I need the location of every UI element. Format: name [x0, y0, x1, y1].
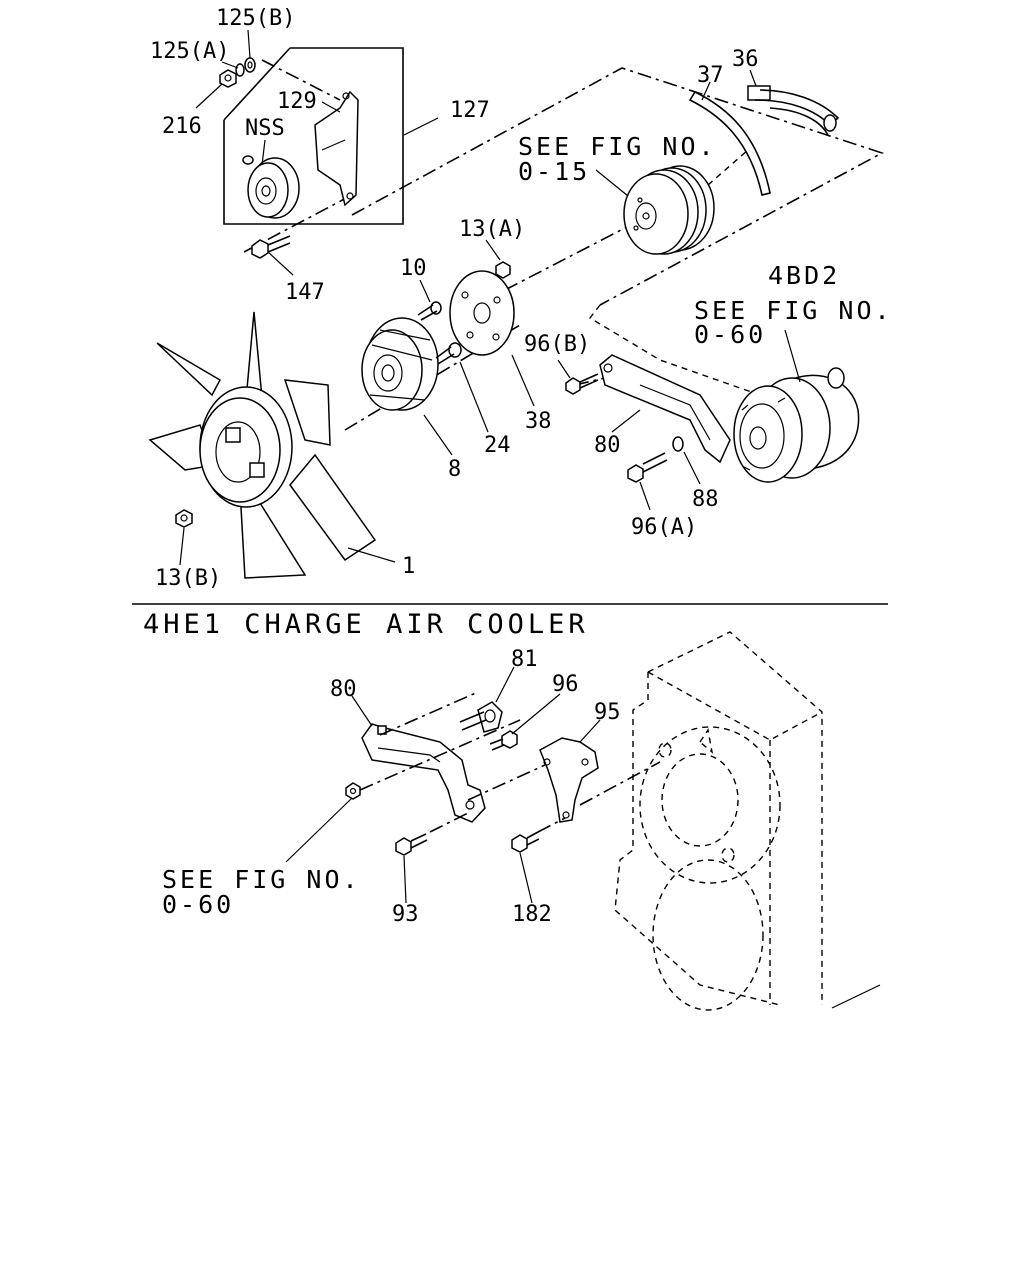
callout-13b: 13(B) [155, 566, 221, 591]
lower-leaders [285, 666, 601, 904]
callout-88: 88 [692, 487, 719, 512]
see-fig-060-lower-line1: SEE FIG NO. [162, 865, 361, 894]
idler-assembly-box [223, 47, 404, 225]
washer-88 [672, 436, 684, 452]
lower-section-title: 4HE1 CHARGE AIR COOLER [143, 609, 589, 640]
callout-96b: 96(B) [524, 332, 590, 357]
fan-clutch-8 [361, 317, 439, 411]
washer-125b [244, 57, 256, 73]
bracket-129 [314, 90, 359, 207]
callout-125b: 125(B) [216, 6, 295, 31]
see-fig-060-line1: SEE FIG NO. [694, 296, 893, 325]
see-fig-015-line1: SEE FIG NO. [518, 132, 717, 161]
upper-leaders [179, 29, 801, 566]
callout-93: 93 [392, 902, 419, 927]
callout-216: 216 [162, 114, 202, 139]
bolt-10 [417, 301, 442, 321]
callout-10: 10 [400, 256, 427, 281]
washer-125a [235, 63, 245, 77]
adjust-bracket-80 [599, 354, 731, 464]
bolt-147 [251, 235, 291, 259]
nut-lower [345, 782, 361, 800]
callout-127: 127 [450, 98, 490, 123]
callout-95: 95 [594, 700, 621, 725]
engine-block [614, 631, 881, 1011]
bolt-96 [489, 730, 518, 751]
crank-pulley [623, 165, 715, 255]
callout-96: 96 [552, 672, 579, 697]
nut-216 [219, 69, 237, 88]
alternator-4bd2 [733, 367, 860, 483]
callout-nss: NSS [245, 116, 285, 141]
callout-38: 38 [525, 409, 552, 434]
belt-36 [747, 85, 840, 136]
see-fig-060-lower-line2: 0-60 [162, 890, 234, 919]
lower-alignment-lines [359, 691, 661, 833]
nut-13b [175, 509, 193, 528]
belt-37 [688, 90, 771, 196]
bolt-96b [565, 373, 599, 395]
bolt-182 [511, 831, 540, 853]
callout-125a: 125(A) [150, 39, 229, 64]
bolt-93 [395, 833, 428, 856]
callout-13a: 13(A) [459, 217, 525, 242]
callout-8: 8 [448, 457, 461, 482]
callout-37: 37 [697, 63, 724, 88]
see-fig-060-line2: 0-60 [694, 320, 766, 349]
bolt-96a [627, 452, 668, 483]
adjust-bracket-80-lower [361, 723, 486, 823]
callout-80-lower: 80 [330, 677, 357, 702]
spacer-81 [459, 701, 503, 733]
callout-147: 147 [285, 280, 325, 305]
callout-1: 1 [402, 554, 415, 579]
callout-96a: 96(A) [631, 515, 697, 540]
spacer-plate-38 [449, 270, 515, 356]
bracket-95 [539, 737, 599, 823]
callout-36: 36 [732, 47, 759, 72]
cooling-fan-1 [148, 311, 377, 579]
bolt-24 [435, 342, 462, 365]
idler-pulley-nss [242, 155, 300, 219]
callout-129: 129 [277, 89, 317, 114]
see-fig-015-line2: 0-15 [518, 157, 590, 186]
callout-182: 182 [512, 902, 552, 927]
callout-80: 80 [594, 433, 621, 458]
callout-81: 81 [511, 647, 538, 672]
callout-24: 24 [484, 433, 511, 458]
nut-13a [495, 261, 511, 279]
engine-label-4bd2: 4BD2 [768, 261, 840, 290]
